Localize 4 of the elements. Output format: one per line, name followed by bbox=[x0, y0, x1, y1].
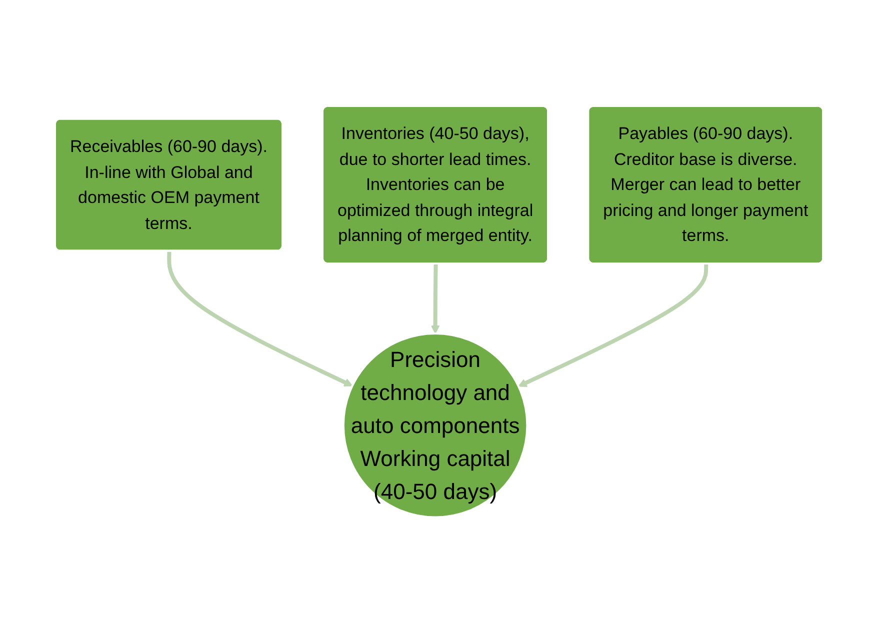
node-circle: Precision technology and auto components Working capital (40-50 days) bbox=[342, 332, 529, 518]
arrow bbox=[518, 264, 709, 387]
arrow bbox=[431, 264, 440, 334]
arrow bbox=[168, 251, 354, 386]
